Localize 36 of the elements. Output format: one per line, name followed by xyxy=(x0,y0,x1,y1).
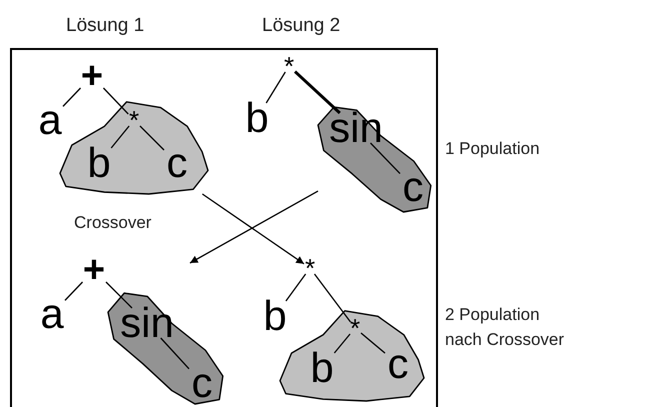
tree-branch xyxy=(314,274,352,322)
tree-branch xyxy=(106,282,132,308)
tree-symbol: sin xyxy=(118,308,176,338)
caption-text: 2 Population nach Crossover xyxy=(445,304,566,351)
tree-symbol: c xyxy=(164,148,190,178)
tree-symbol: + xyxy=(82,258,106,282)
population-frame xyxy=(10,48,438,407)
tree-branch xyxy=(64,282,84,301)
crossover-arrow xyxy=(202,193,304,264)
tree-symbol: b xyxy=(86,148,112,178)
tree-symbol: b xyxy=(309,353,335,383)
tree-branch xyxy=(62,88,82,107)
tree-branch xyxy=(334,334,351,354)
tree-symbol: c xyxy=(189,368,215,398)
tree-symbol: a xyxy=(37,105,63,135)
caption-text: Lösung 2 xyxy=(262,14,340,38)
tree-branch xyxy=(370,142,400,174)
tree-symbol: c xyxy=(400,172,426,202)
tree-symbol: c xyxy=(385,349,411,379)
tree-branch xyxy=(102,88,129,114)
tree-symbol: b xyxy=(262,301,288,331)
tree-branch xyxy=(294,70,341,114)
tree-branch xyxy=(266,72,286,104)
crossover-arrow xyxy=(190,190,318,264)
tree-symbol: + xyxy=(80,64,104,88)
tree-branch xyxy=(285,274,306,302)
tree-branch xyxy=(140,126,164,150)
caption-text: 1 Population xyxy=(445,138,540,160)
tree-symbol: b xyxy=(244,103,270,133)
tree-symbol: a xyxy=(39,299,65,329)
tree-branch xyxy=(110,126,130,148)
caption-text: Crossover xyxy=(74,212,152,234)
caption-text: Lösung 1 xyxy=(66,14,144,38)
tree-branch xyxy=(160,338,190,370)
tree-symbol: sin xyxy=(327,113,385,143)
tree-branch xyxy=(360,332,386,354)
